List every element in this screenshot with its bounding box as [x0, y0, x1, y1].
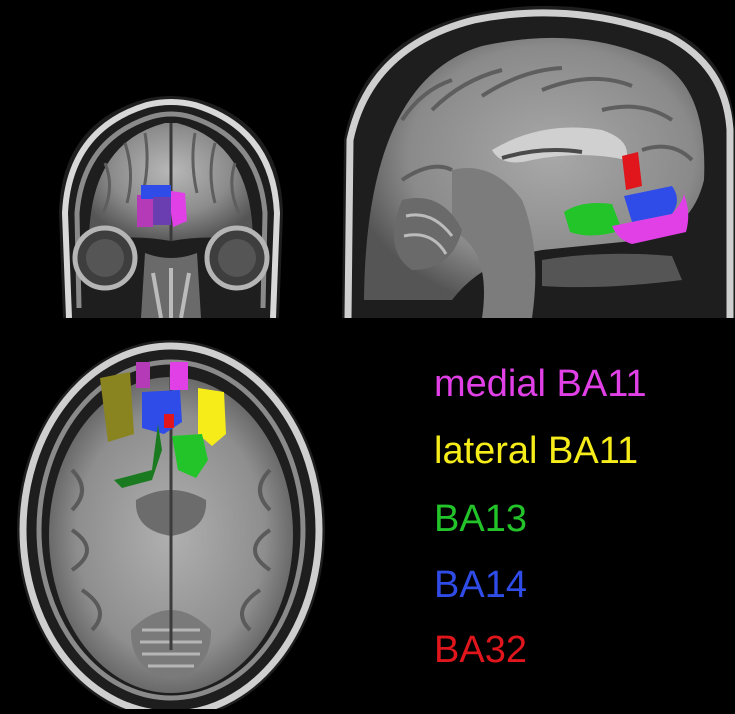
axial-mri-slice [12, 330, 330, 714]
legend-ba14: BA14 [434, 564, 527, 606]
axial-brain-image [17, 340, 325, 714]
sagittal-brain-image [342, 5, 735, 319]
sagittal-mri-slice [342, 0, 735, 319]
coronal-brain-image [59, 96, 283, 319]
legend-ba32: BA32 [434, 629, 527, 671]
legend-ba13: BA13 [434, 498, 527, 540]
sagittal-ba13 [564, 203, 622, 236]
axial-lateral-ba11-left [100, 372, 134, 442]
coronal-medial-ba11-right [171, 191, 187, 227]
coronal-ba14 [141, 185, 171, 199]
sagittal-ba32 [622, 152, 642, 190]
axial-ba13-right [172, 434, 208, 478]
legend-lateral-ba11: lateral BA11 [434, 430, 639, 472]
sagittal-ba14 [624, 186, 677, 222]
axial-ba13-left [114, 424, 162, 488]
axial-medial-ba11-right [170, 362, 188, 390]
axial-medial-ba11-left [136, 362, 150, 388]
coronal-medial-ba11-left [137, 195, 153, 227]
sagittal-medial-ba11 [612, 190, 689, 244]
coronal-mri-slice [55, 93, 287, 319]
legend-medial-ba11: medial BA11 [434, 363, 647, 405]
axial-ba32 [164, 414, 174, 428]
axial-lateral-ba11-right [198, 388, 226, 446]
coronal-ba14-medial [153, 197, 171, 225]
